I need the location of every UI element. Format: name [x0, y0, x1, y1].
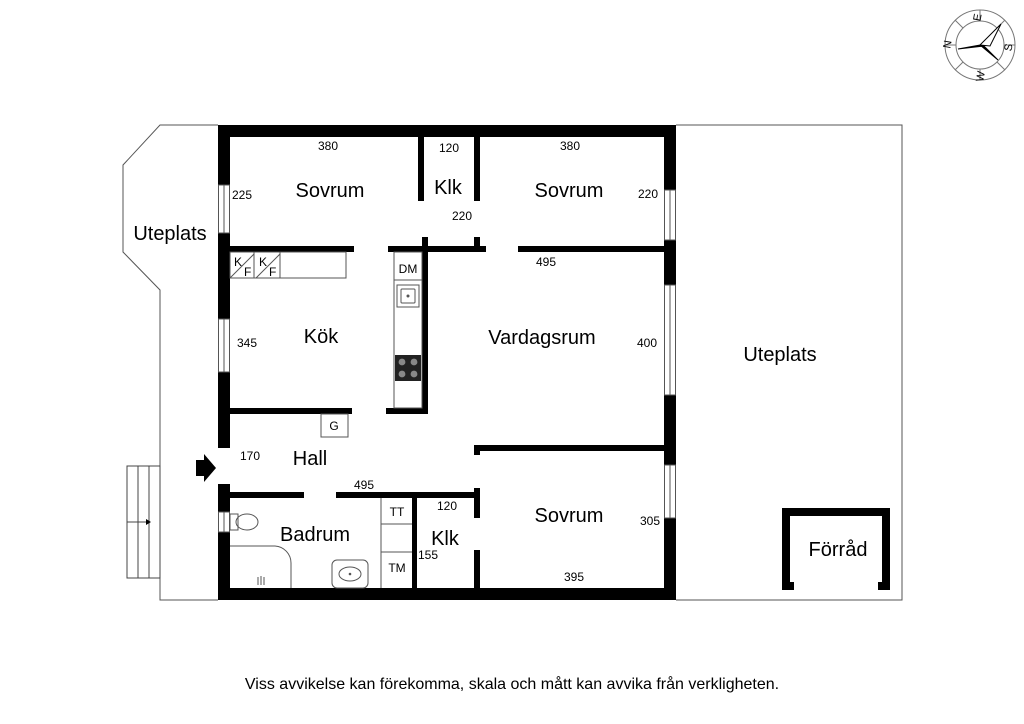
room-label-hall: Hall [293, 448, 327, 470]
room-label-uteplats-left: Uteplats [133, 223, 206, 245]
room-label-forrad: Förråd [809, 539, 868, 561]
uteplats-left-outline [122, 124, 218, 601]
room-label-klk-2: Klk [431, 528, 460, 550]
disclaimer-text: Viss avvikelse kan förekomma, skala och … [244, 676, 780, 693]
toilet-icon [235, 513, 259, 531]
uteplats-right-outline [676, 124, 903, 601]
fixture-label-dm: DM [399, 262, 418, 276]
washbasin-icon [331, 559, 369, 589]
dim-sovrum-3-depth: 305 [640, 514, 660, 528]
room-label-sovrum-1: Sovrum [296, 180, 365, 202]
fixture-labels: K F K F DM G TT TM [234, 255, 417, 575]
terrace-outlines [122, 124, 903, 601]
walls [218, 125, 890, 600]
compass-s: S [1002, 43, 1015, 52]
dim-sovrum-2-depth: 220 [638, 187, 658, 201]
dim-hall-width: 495 [354, 478, 374, 492]
fixture-label-k1: K [234, 255, 242, 269]
fixture-label-tm: TM [388, 561, 405, 575]
dim-hall-depth: 170 [240, 449, 260, 463]
entrance-steps [126, 465, 161, 579]
room-label-vardagsrum: Vardagsrum [488, 327, 595, 349]
room-label-klk-1: Klk [434, 177, 463, 199]
windows [218, 184, 676, 533]
dim-klk-1-depth: 220 [452, 209, 472, 223]
drain-icon [257, 576, 265, 585]
compass-n: N [941, 39, 954, 49]
compass-e: E [971, 13, 984, 22]
room-label-uteplats-right: Uteplats [743, 344, 816, 366]
dim-vardagsrum-depth: 400 [637, 336, 657, 350]
compass-rose: N E S W [941, 9, 1016, 83]
dim-klk-2-depth: 155 [418, 548, 438, 562]
dim-klk-1-width: 120 [439, 141, 459, 155]
sink-icon [396, 284, 420, 308]
fixture-label-g: G [329, 419, 338, 433]
fixture-label-k2: K [259, 255, 267, 269]
room-label-sovrum-3: Sovrum [535, 505, 604, 527]
fixture-label-f1: F [244, 265, 251, 279]
step-arrow-icon [146, 519, 151, 525]
fixture-label-f2: F [269, 265, 276, 279]
room-label-badrum: Badrum [280, 524, 350, 546]
entrance-arrow-icon [196, 454, 216, 482]
room-label-kok: Kök [304, 326, 339, 348]
gas-meter-box [320, 413, 349, 438]
room-labels: Sovrum Klk Sovrum Kök Vardagsrum Hall Ba… [133, 177, 867, 561]
bathroom-fixtures [229, 498, 412, 589]
dim-klk-2-width: 120 [437, 499, 457, 513]
dim-kok-depth: 345 [237, 336, 257, 350]
room-label-sovrum-2: Sovrum [535, 180, 604, 202]
dimension-labels: 380 225 120 220 380 220 495 400 345 170 … [232, 139, 660, 584]
dim-sovrum-1-width: 380 [318, 139, 338, 153]
stove-icon [395, 355, 421, 381]
dim-sovrum-3-width: 395 [564, 570, 584, 584]
counter [393, 251, 423, 409]
dim-vardagsrum-width: 495 [536, 255, 556, 269]
dim-sovrum-1-depth: 225 [232, 188, 252, 202]
compass-w: W [974, 70, 988, 83]
shower-icon [230, 545, 292, 588]
kitchen-fixtures [229, 251, 423, 438]
dim-sovrum-2-width: 380 [560, 139, 580, 153]
fixture-label-tt: TT [390, 505, 405, 519]
